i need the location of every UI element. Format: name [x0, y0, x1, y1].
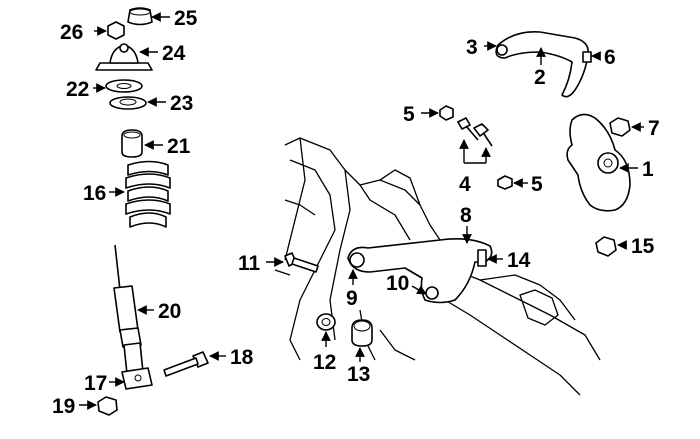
bolt-18: [163, 351, 209, 377]
callout-25: 25: [174, 7, 198, 30]
callout-21: 21: [167, 135, 191, 158]
upper-control-arm: [495, 30, 592, 98]
callout-17: 17: [84, 372, 107, 395]
nut-19: [97, 396, 118, 416]
callout-10: 10: [386, 272, 409, 295]
bushing-13: [351, 319, 373, 347]
bushing-12: [316, 313, 336, 331]
strut-20: [113, 244, 153, 390]
callout-1: 1: [642, 158, 654, 181]
coil-spring-16: [125, 160, 171, 228]
steering-knuckle: [566, 113, 631, 212]
nut-26: [107, 21, 125, 40]
isolator-23: [109, 96, 147, 110]
bolt-4-pair: [457, 117, 493, 147]
callout-23: 23: [170, 92, 193, 115]
callout-12: 12: [313, 351, 336, 374]
callout-15: 15: [631, 235, 655, 258]
callout-5-lower: 5: [531, 173, 543, 196]
callout-6: 6: [604, 46, 616, 69]
callout-9: 9: [346, 287, 358, 310]
callout-20: 20: [158, 300, 181, 323]
callout-2: 2: [534, 66, 546, 89]
mount-cap-25: [127, 7, 153, 26]
lower-control-arm: [347, 238, 493, 304]
bolt-5-upper: [439, 105, 454, 121]
callout-4: 4: [459, 173, 471, 196]
callout-3: 3: [466, 36, 478, 59]
nut-15: [595, 236, 617, 257]
callout-16: 16: [83, 182, 106, 205]
callout-14: 14: [507, 249, 531, 272]
callout-13: 13: [347, 363, 370, 386]
strut-mount-24: [95, 43, 153, 71]
callout-7: 7: [648, 117, 660, 140]
callout-19: 19: [52, 395, 75, 418]
callout-24: 24: [162, 42, 186, 65]
callout-5-upper: 5: [403, 103, 415, 126]
washer-22: [105, 79, 143, 93]
callout-11: 11: [238, 252, 261, 275]
callout-22: 22: [66, 78, 89, 101]
nut-7: [609, 117, 631, 137]
bumper-21: [121, 129, 143, 158]
callout-arrows: [79, 12, 644, 410]
callout-labels: 26 25 24 22 23 21 16 20 17 19 18 3 2 6 5…: [52, 7, 660, 418]
callout-8: 8: [460, 204, 472, 227]
callout-26: 26: [60, 21, 83, 44]
nut-5-lower: [497, 175, 513, 190]
bolt-11: [284, 252, 319, 273]
callout-18: 18: [230, 346, 254, 369]
